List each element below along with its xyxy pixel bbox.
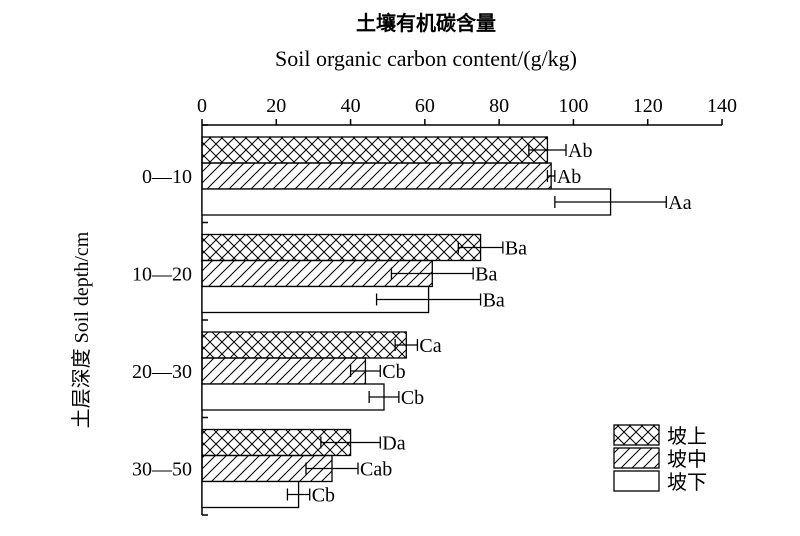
x-tick-label: 100 bbox=[558, 95, 588, 117]
y-category-label: 20—30 bbox=[132, 361, 192, 383]
legend-label: 坡上 bbox=[667, 424, 707, 448]
significance-label: Cb bbox=[312, 485, 335, 507]
y-category-label: 10—20 bbox=[132, 264, 192, 286]
legend-swatch bbox=[613, 424, 660, 446]
significance-label: Ba bbox=[505, 238, 527, 260]
x-tick-label: 80 bbox=[489, 95, 509, 117]
significance-label: Cb bbox=[382, 361, 405, 383]
bar bbox=[201, 136, 549, 164]
bar bbox=[201, 233, 482, 262]
legend-label: 坡下 bbox=[667, 470, 707, 494]
significance-label: Aa bbox=[668, 192, 691, 214]
axes: 0 20 40 60 80 100 120 140 0—10 10—20 20—30 30—50 bbox=[132, 95, 737, 516]
bar bbox=[201, 162, 552, 190]
chart-title: 土壤有机碳含量 bbox=[356, 11, 496, 35]
x-tick-label: 20 bbox=[266, 95, 286, 117]
bar bbox=[201, 357, 367, 385]
significance-label: Da bbox=[382, 433, 405, 455]
x-tick-label: 60 bbox=[415, 95, 435, 117]
bar bbox=[201, 383, 385, 411]
legend-swatch bbox=[613, 447, 660, 469]
legend-swatch bbox=[613, 470, 660, 492]
bar bbox=[201, 454, 333, 483]
x-tick-label: 120 bbox=[633, 95, 663, 117]
legend-label: 坡中 bbox=[667, 447, 707, 471]
x-tick-label: 0 bbox=[197, 95, 207, 117]
significance-label: Ba bbox=[475, 264, 497, 286]
significance-label: Ca bbox=[419, 335, 441, 357]
bar bbox=[201, 188, 612, 216]
bar bbox=[201, 480, 300, 509]
significance-label: Ab bbox=[557, 166, 581, 188]
x-axis-label: Soil organic carbon content/(g/kg) bbox=[275, 46, 577, 71]
significance-label: Cb bbox=[401, 387, 424, 409]
y-axis-label: 土层深度 Soil depth/cm bbox=[70, 231, 93, 428]
bar bbox=[201, 331, 407, 359]
x-tick-label: 140 bbox=[707, 95, 737, 117]
x-tick-label: 40 bbox=[341, 95, 361, 117]
significance-label: Cab bbox=[360, 459, 392, 481]
significance-label: Ba bbox=[483, 290, 505, 312]
y-category-label: 0—10 bbox=[142, 166, 192, 188]
y-axis-label-group: 土层深度 Soil depth/cm bbox=[70, 231, 93, 428]
significance-label: Ab bbox=[568, 140, 592, 162]
y-category-label: 30—50 bbox=[132, 459, 192, 481]
